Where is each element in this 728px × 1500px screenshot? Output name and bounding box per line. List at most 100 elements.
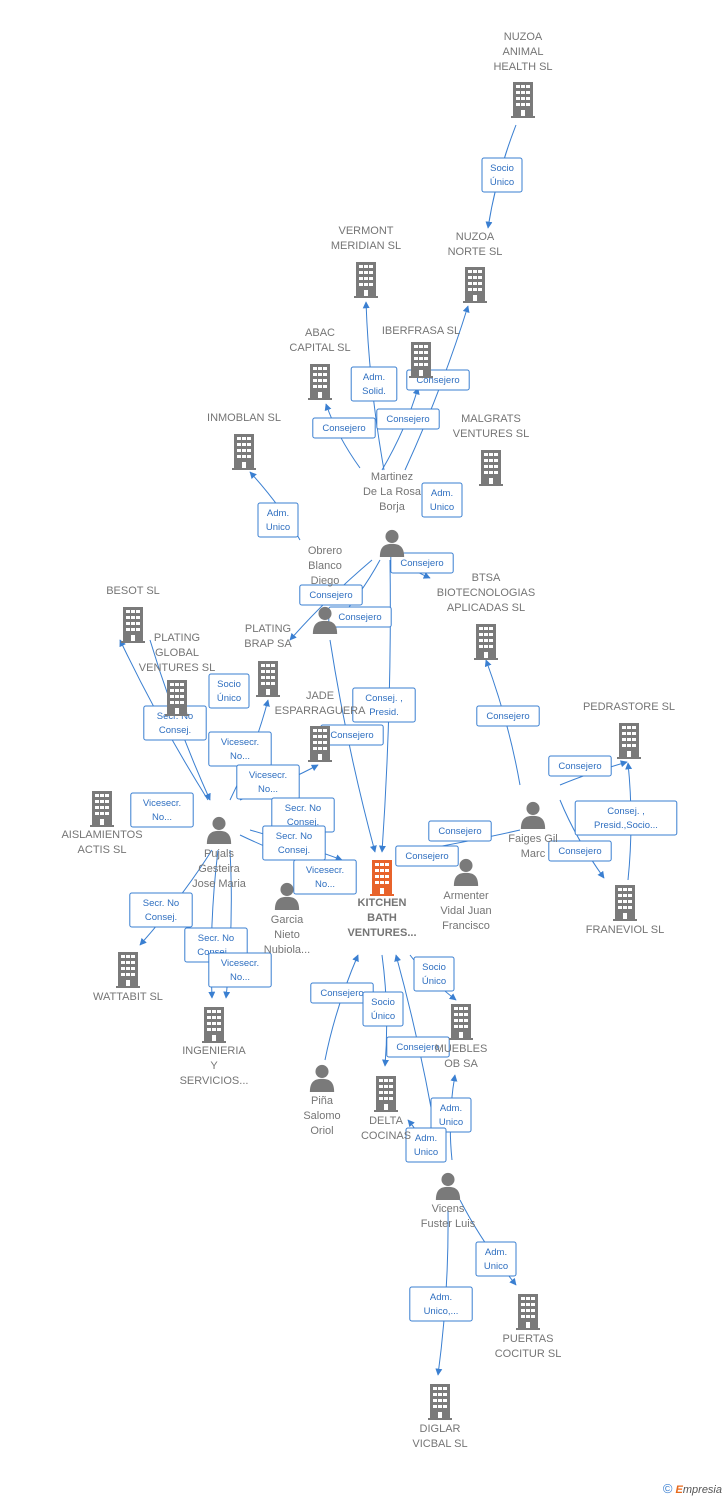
- relation-label-text: Único: [490, 177, 514, 188]
- relation-label[interactable]: Adm.Unico: [405, 1127, 447, 1163]
- person-icon: [379, 529, 405, 557]
- node-kitchen[interactable]: KITCHENBATHVENTURES...: [347, 860, 417, 939]
- relation-label[interactable]: Adm.Unico,...: [409, 1286, 473, 1322]
- node-label-line: Obrero: [308, 545, 342, 557]
- relation-label[interactable]: Vicesecr.No...: [208, 731, 272, 767]
- node-label-line: Blanco: [308, 560, 342, 572]
- relation-label[interactable]: Consejero: [548, 755, 612, 777]
- relation-label-text: Vicesecr.: [143, 798, 181, 809]
- node-label-line: OB SA: [444, 1058, 478, 1070]
- relation-label[interactable]: Adm.Unico: [430, 1097, 472, 1133]
- node-iberfrasa[interactable]: IBERFRASA SL: [382, 325, 460, 378]
- relation-label[interactable]: Consejero: [548, 840, 612, 862]
- relation-label-text: Adm.: [431, 488, 453, 499]
- relation-label[interactable]: Vicesecr.No...: [236, 764, 300, 800]
- relation-label[interactable]: Consejero: [312, 417, 376, 439]
- relation-label[interactable]: Consejero: [428, 820, 492, 842]
- company-building-icon: [256, 661, 280, 697]
- relation-label-text: Solid.: [362, 386, 386, 397]
- node-pedrastore[interactable]: PEDRASTORE SL: [583, 701, 675, 759]
- node-garcia[interactable]: GarciaNietoNubiola...: [264, 882, 310, 956]
- relation-label-text: Secr. No: [198, 933, 234, 944]
- node-ingenieria[interactable]: INGENIERIAYSERVICIOS...: [180, 1007, 249, 1087]
- relation-label[interactable]: Consejero: [395, 845, 459, 867]
- edges-layer: [119, 124, 633, 1376]
- company-building-icon: [511, 82, 535, 118]
- relation-label[interactable]: Adm.Unico: [257, 502, 299, 538]
- relation-label-box: [390, 552, 454, 574]
- relation-label-box: [386, 1036, 450, 1058]
- relation-label-box: [395, 845, 459, 867]
- relation-label[interactable]: Consejero: [386, 1036, 450, 1058]
- relation-label[interactable]: Adm.Solid.: [350, 366, 398, 402]
- relation-label-text: Consejero: [400, 558, 443, 569]
- company-building-icon: [463, 267, 487, 303]
- node-label-line: ESPARRAGUERA: [275, 705, 367, 717]
- relation-label-text: No...: [230, 972, 250, 983]
- node-label-line: PEDRASTORE SL: [583, 701, 675, 713]
- relation-label-box: [362, 991, 404, 1027]
- relation-label-box: [262, 825, 326, 861]
- person-icon: [520, 801, 546, 829]
- relation-label[interactable]: Consejero: [476, 705, 540, 727]
- relation-label-box: [421, 482, 463, 518]
- node-inmoblan[interactable]: INMOBLAN SL: [207, 412, 281, 470]
- relation-label[interactable]: Consejero: [299, 584, 363, 606]
- relation-label[interactable]: Adm.Unico: [475, 1241, 517, 1277]
- relation-label[interactable]: Consejero: [328, 606, 392, 628]
- relation-label[interactable]: Vicesecr.No...: [208, 952, 272, 988]
- relation-label[interactable]: Consejero: [320, 724, 384, 746]
- relation-label[interactable]: Consej. ,Presid.: [352, 687, 416, 723]
- relation-label-text: Consejero: [322, 423, 365, 434]
- node-label-line: NORTE SL: [448, 246, 503, 258]
- relation-label[interactable]: Vicesecr. No...: [130, 792, 194, 828]
- relation-label[interactable]: Consej. ,Presid.,Socio...: [574, 800, 678, 836]
- relation-label-text: Adm.: [485, 1247, 507, 1258]
- node-franeviol[interactable]: FRANEVIOL SL: [586, 885, 664, 936]
- node-label-line: VENTURES...: [347, 927, 416, 939]
- relation-label[interactable]: Vicesecr.No...: [293, 859, 357, 895]
- relation-label-box: [257, 502, 299, 538]
- node-label-line: FRANEVIOL SL: [586, 924, 664, 936]
- relation-label-text: Único: [217, 693, 241, 704]
- node-label-line: WATTABIT SL: [93, 991, 163, 1003]
- node-besot[interactable]: BESOT SL: [106, 585, 160, 643]
- relation-label-box: [475, 1241, 517, 1277]
- relation-label[interactable]: Consejero: [376, 408, 440, 430]
- relation-label-box: [312, 417, 376, 439]
- node-wattabit[interactable]: WATTABIT SL: [93, 952, 163, 1003]
- node-label-line: MERIDIAN SL: [331, 240, 401, 252]
- relation-label-text: Único: [422, 976, 446, 987]
- relation-label[interactable]: Adm.Unico: [421, 482, 463, 518]
- relation-label[interactable]: Consejero: [390, 552, 454, 574]
- relation-label-text: No...: [152, 812, 172, 823]
- node-label-line: COCITUR SL: [495, 1348, 562, 1360]
